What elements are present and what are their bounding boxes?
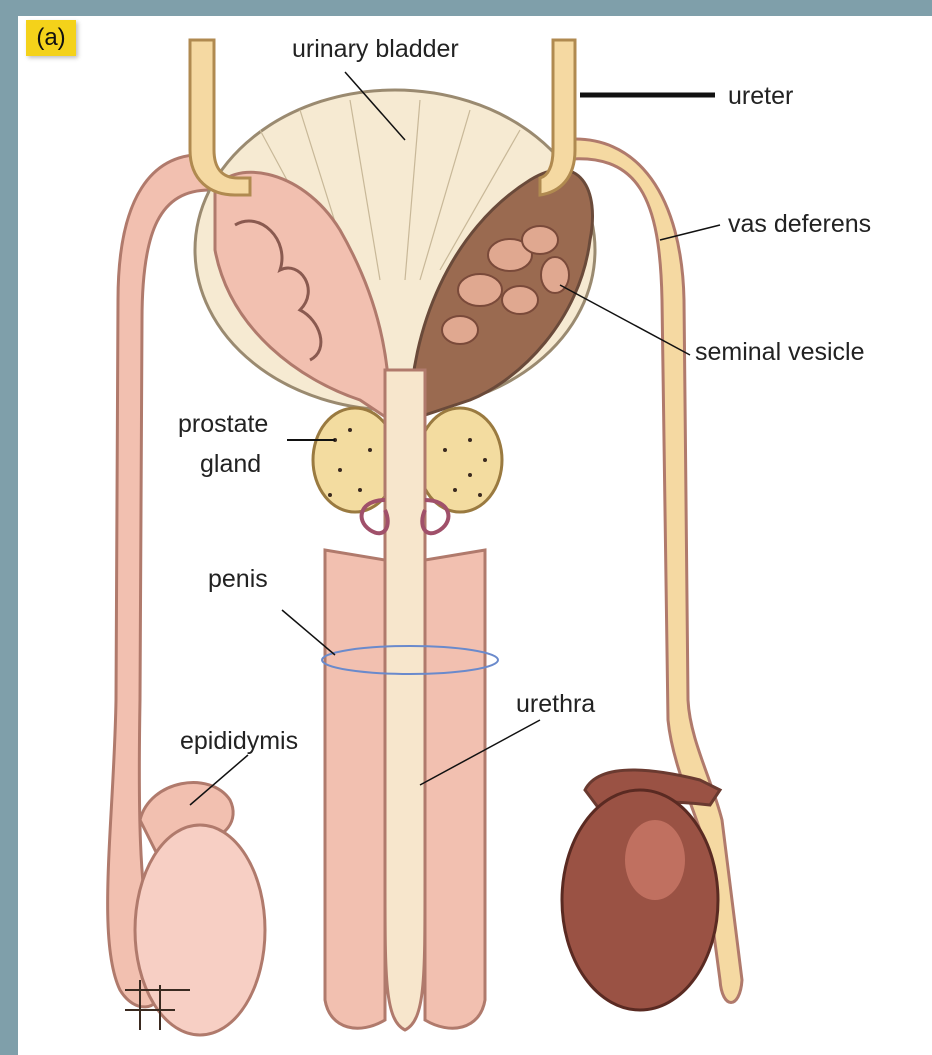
- label-epididymis: epididymis: [180, 727, 298, 756]
- label-prostate: prostate: [178, 410, 268, 439]
- label-urinary-bladder: urinary bladder: [292, 35, 459, 64]
- panel-label: (a): [26, 20, 76, 56]
- label-gland: gland: [200, 450, 261, 479]
- label-seminal-vesicle: seminal vesicle: [695, 338, 865, 367]
- right-testis-section: [562, 790, 718, 1010]
- label-penis: penis: [208, 565, 268, 594]
- label-urethra: urethra: [516, 690, 595, 719]
- label-vas-deferens: vas deferens: [728, 210, 871, 239]
- left-testis: [135, 825, 265, 1035]
- penis-body: [325, 550, 385, 1028]
- label-ureter: ureter: [728, 82, 793, 111]
- central-urethra: [385, 370, 425, 1030]
